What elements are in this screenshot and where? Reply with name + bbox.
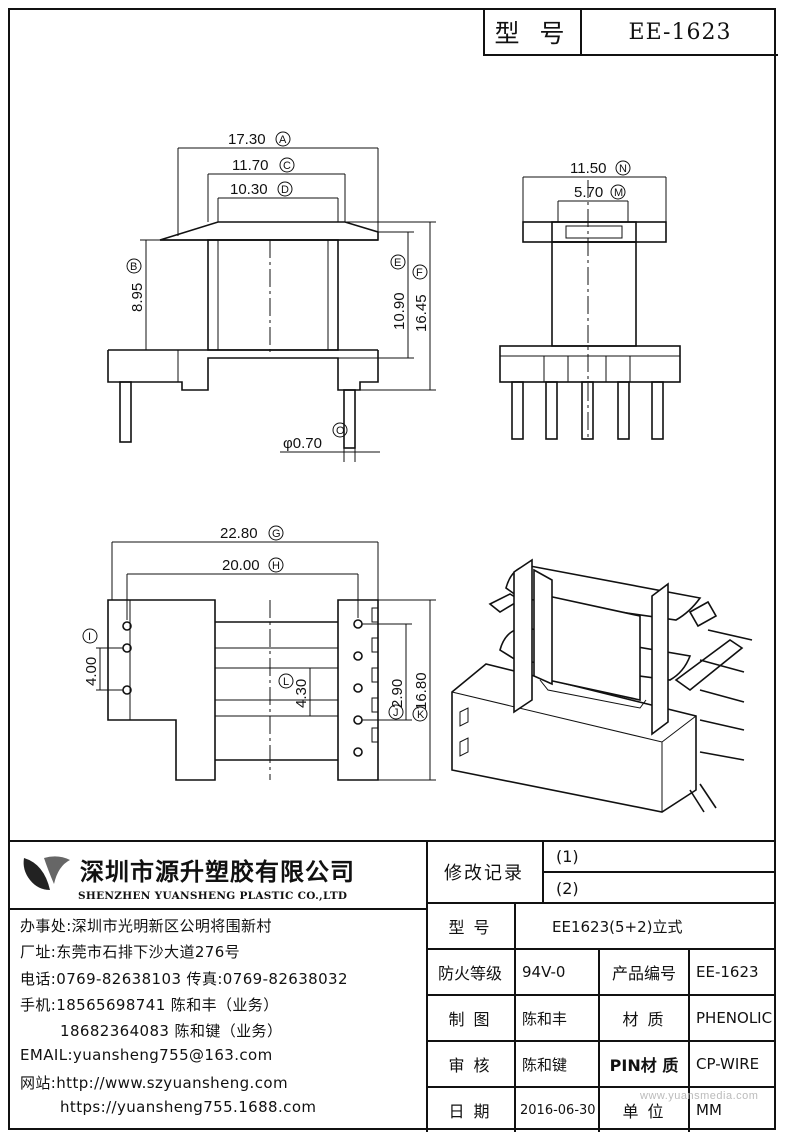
- website-link-2[interactable]: https://yuansheng755.1688.com: [60, 1098, 317, 1116]
- pin-label: PIN材 质: [600, 1042, 690, 1086]
- date-value: 2016-06-30: [516, 1088, 600, 1132]
- fire-label: 防火等级: [426, 950, 516, 994]
- technical-drawing: 17.30 A 11.70 C 10.30 D 8.95 B 10.90 E 1…: [82, 131, 753, 813]
- drawn-label: 制 图: [426, 996, 516, 1040]
- factory-address: 厂址:东莞市石排下沙大道276号: [20, 943, 241, 961]
- title-model: EE-1623: [628, 19, 732, 45]
- dim-b-value: 8.95: [129, 283, 146, 312]
- drawing-frame: [8, 8, 776, 1130]
- date-label: 日 期: [426, 1088, 516, 1132]
- spec-table: 修改记录 (1) (2) 型 号 EE1623(5+2)立式 防火等级 94V-…: [426, 842, 776, 1132]
- model-label: 型 号: [426, 904, 516, 948]
- company-name-en: SHENZHEN YUANSHENG PLASTIC CO.,LTD: [78, 890, 348, 902]
- dim-m-mark: M: [614, 187, 623, 199]
- revision-2: (2): [556, 879, 579, 898]
- check-row: 审 核 陈和键 PIN材 质 CP-WIRE: [426, 1042, 776, 1088]
- email-link[interactable]: EMAIL:yuansheng755@163.com: [20, 1046, 273, 1064]
- website-link-1[interactable]: 网站:http://www.szyuansheng.com: [20, 1074, 288, 1092]
- side-view: 11.50 N 5.70 M: [499, 160, 681, 440]
- product-no-value: EE-1623: [696, 963, 759, 981]
- dim-k-value: 16.80: [413, 672, 430, 710]
- bottom-view: 22.80 G 20.00 H 4.00 I 4.30 L 2.90 J 16.…: [82, 525, 436, 781]
- dim-g-mark: G: [272, 528, 281, 540]
- dim-l-value: 4.30: [293, 679, 310, 708]
- model-value: EE1623(5+2)立式: [552, 917, 683, 936]
- dim-k-mark: K: [417, 709, 425, 721]
- company-divider: [8, 908, 426, 910]
- dim-o-mark: O: [336, 425, 345, 437]
- dim-c-value: 11.70: [232, 157, 268, 174]
- office-address: 办事处:深圳市光明新区公明将围新村: [20, 917, 272, 935]
- title-block-bottom: 深圳市源升塑胶有限公司 SHENZHEN YUANSHENG PLASTIC C…: [8, 840, 776, 1132]
- unit-label: 单 位: [600, 1088, 690, 1132]
- revision-label: 修改记录: [426, 842, 544, 902]
- dim-n-mark: N: [619, 163, 627, 175]
- dim-i-mark: I: [88, 631, 91, 643]
- dim-b-mark: B: [130, 261, 137, 273]
- mobile-line-2: 18682364083 陈和键（业务）: [60, 1022, 283, 1040]
- check-label: 审 核: [426, 1042, 516, 1086]
- dim-d-mark: D: [281, 184, 289, 196]
- dim-l-mark: L: [283, 676, 289, 688]
- dim-h-value: 20.00: [222, 557, 260, 574]
- isometric-view: [451, 558, 753, 813]
- dim-g-value: 22.80: [220, 525, 258, 542]
- fire-value: 94V-0: [516, 950, 600, 994]
- title-block: 型 号 EE-1623: [483, 10, 778, 56]
- dim-a-value: 17.30: [228, 131, 266, 148]
- mobile-line-1: 手机:18565698741 陈和丰（业务）: [20, 996, 279, 1014]
- product-no-label: 产品编号: [600, 950, 690, 994]
- drawn-value: 陈和丰: [516, 996, 600, 1040]
- revision-1: (1): [544, 842, 776, 873]
- pin-value: CP-WIRE: [696, 1055, 760, 1073]
- dim-a-mark: A: [279, 134, 287, 146]
- dim-h-mark: H: [272, 560, 280, 572]
- company-info: 深圳市源升塑胶有限公司 SHENZHEN YUANSHENG PLASTIC C…: [8, 842, 428, 1132]
- dim-n-value: 11.50: [570, 160, 606, 177]
- drawn-row: 制 图 陈和丰 材 质 PHENOLIC: [426, 996, 776, 1042]
- fire-row: 防火等级 94V-0 产品编号 EE-1623: [426, 950, 776, 996]
- dim-e-mark: E: [394, 257, 401, 269]
- dim-d-value: 10.30: [230, 181, 268, 198]
- dim-m-value: 5.70: [574, 184, 603, 201]
- dim-j-mark: J: [393, 707, 399, 719]
- title-label: 型 号: [485, 10, 582, 54]
- watermark: www.yuansmedia.com: [640, 1090, 759, 1102]
- phone-fax: 电话:0769-82638103 传真:0769-82638032: [20, 970, 348, 988]
- material-value: PHENOLIC: [696, 1009, 773, 1027]
- company-logo: [23, 856, 70, 890]
- dim-f-value: 16.45: [413, 294, 430, 332]
- company-name-cn: 深圳市源升塑胶有限公司: [80, 858, 355, 886]
- revision-row: 修改记录 (1) (2): [426, 842, 776, 904]
- date-row: 日 期 2016-06-30 单 位 MM: [426, 1088, 776, 1132]
- iso-pins: [689, 629, 753, 813]
- front-view: 17.30 A 11.70 C 10.30 D 8.95 B 10.90 E 1…: [107, 131, 436, 462]
- unit-value: MM: [696, 1101, 722, 1119]
- material-label: 材 质: [600, 996, 690, 1040]
- model-row: 型 号 EE1623(5+2)立式: [426, 904, 776, 950]
- dim-i-value: 4.00: [83, 657, 100, 686]
- dim-c-mark: C: [283, 160, 291, 172]
- dim-j-value: 2.90: [389, 679, 406, 708]
- dim-f-mark: F: [416, 267, 423, 279]
- dim-o-value: φ0.70: [283, 435, 322, 452]
- dim-e-value: 10.90: [391, 292, 408, 330]
- check-value: 陈和键: [516, 1042, 600, 1086]
